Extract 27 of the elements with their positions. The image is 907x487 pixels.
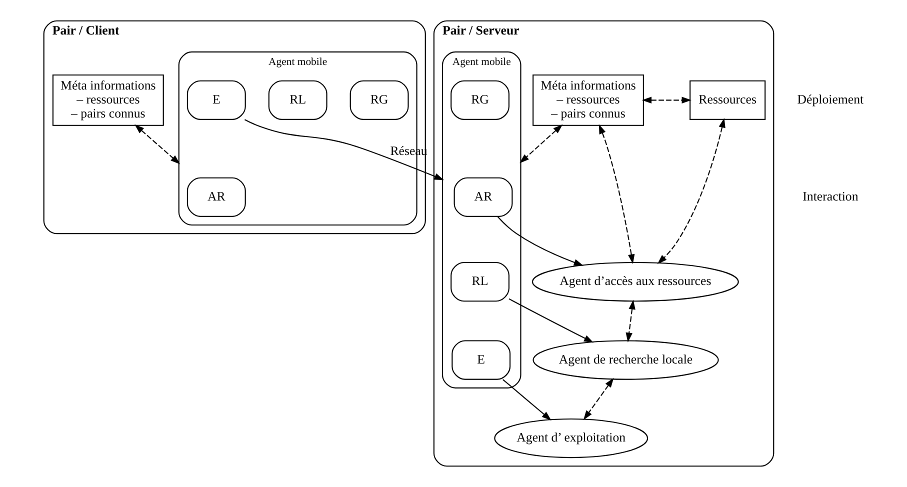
arrow [134,124,180,164]
node-box: Méta informations – ressources – pairs connus [532,74,644,126]
node-ellipse: Agent d’ exploitation [494,418,648,458]
node-box: RL [450,262,510,302]
arrow [502,379,552,421]
arrow [508,298,594,343]
arrow [520,124,563,164]
arrow [626,300,636,342]
node-ellipse: Agent de recherche locale [532,340,719,380]
node-box: E [452,340,511,380]
node-box: AR [454,177,513,217]
node-box: E [186,80,246,120]
node-box: Ressources [690,80,766,120]
arrow [244,119,444,180]
node-box: RG [450,80,510,120]
legend-label: Déploiement [797,92,864,106]
arrow [497,216,584,266]
arrow [598,124,635,264]
node-box: Méta informations – ressources – pairs connus [52,74,164,126]
node-box: RL [268,80,328,120]
arrow [583,378,614,420]
node-box: AR [186,177,246,217]
node-box: RG [350,80,409,120]
arrow [642,96,692,104]
legend-label: Interaction [802,189,858,204]
node-ellipse: Agent d’accès aux ressources [532,262,739,302]
arrow [657,118,726,264]
